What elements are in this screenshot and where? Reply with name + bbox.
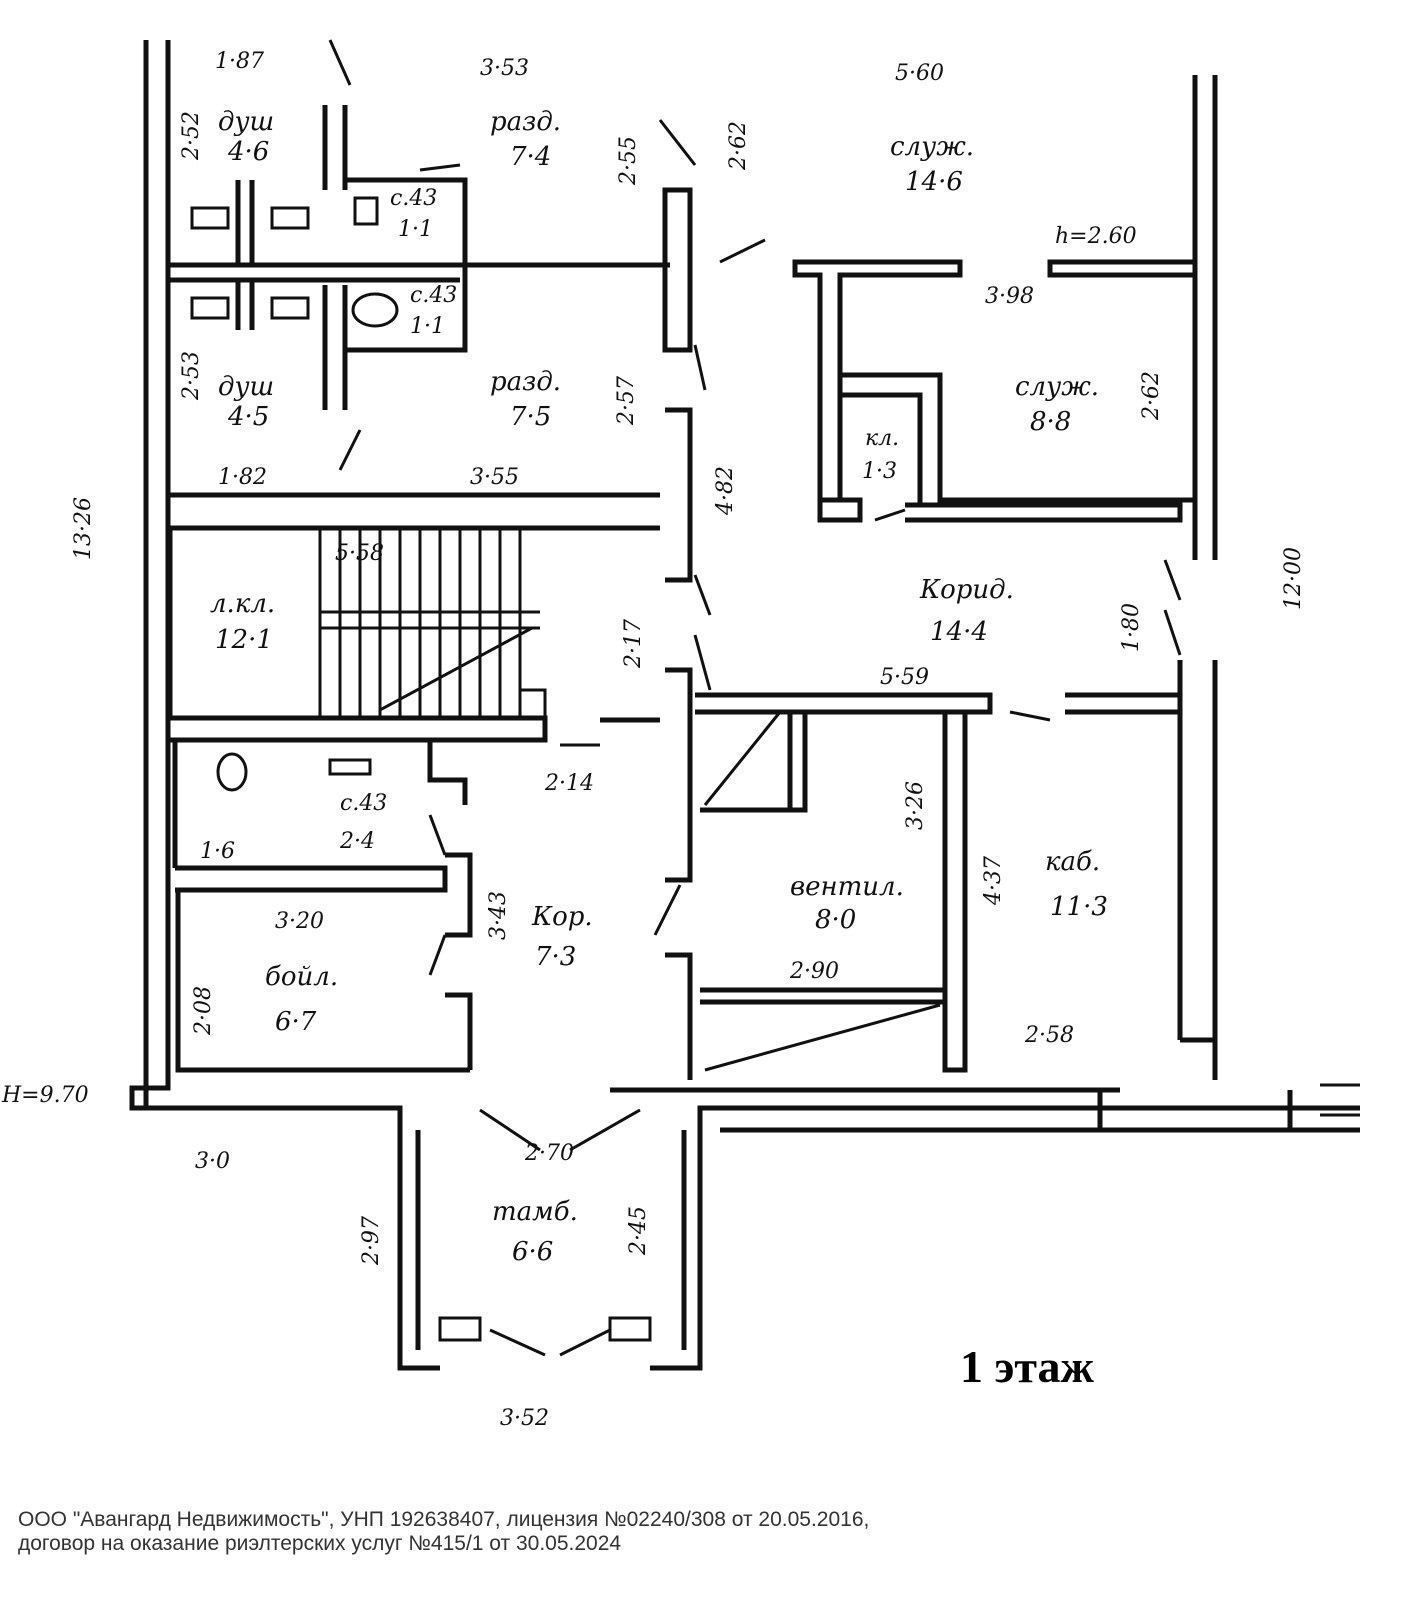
dim-3-20: 3·20 — [275, 909, 324, 934]
dim-H-9-70: H=9.70 — [1, 1083, 89, 1108]
interior-walls — [167, 105, 1198, 1080]
room-service-1-area: 14·6 — [905, 167, 963, 197]
dim-2-70: 2·70 — [524, 1141, 574, 1166]
room-pantry-area: 1·3 — [862, 459, 897, 484]
dim-3-0: 3·0 — [195, 1149, 230, 1174]
room-vestibule-name: тамб. — [492, 1197, 578, 1227]
room-service-2-name: служ. — [1015, 372, 1099, 402]
dim-2-62-b: 2·62 — [1139, 371, 1164, 421]
dim-2-52: 2·52 — [179, 111, 204, 161]
room-change-2-area: 7·5 — [510, 402, 551, 432]
room-corridor-1-name: Корид. — [919, 575, 1014, 605]
dim-4-82: 4·82 — [713, 466, 738, 516]
exterior-walls — [129, 40, 1360, 1371]
room-corridor-1-area: 14·4 — [930, 617, 988, 647]
dim-2-55: 2·55 — [616, 136, 641, 186]
shaft-lines — [703, 711, 941, 1072]
dim-5-58: 5·58 — [335, 541, 384, 566]
dim-2-08: 2·08 — [191, 986, 216, 1036]
room-boiler-name: бойл. — [265, 962, 338, 992]
door-swings — [328, 39, 1182, 1357]
dim-2-53: 2·53 — [179, 351, 204, 401]
room-corridor-2-name: Кор. — [531, 902, 593, 932]
staircase — [318, 528, 540, 718]
floor-label: 1 этаж — [960, 1341, 1094, 1392]
dim-3-55: 3·55 — [470, 465, 519, 490]
dim-h-2-60: h=2.60 — [1055, 224, 1137, 249]
dim-4-37: 4·37 — [981, 856, 1006, 906]
room-wc-3-area: 2·4 — [339, 829, 375, 854]
room-stair-area: 12·1 — [215, 625, 273, 655]
room-corridor-2-area: 7·3 — [535, 942, 576, 972]
room-service-2-area: 8·8 — [1030, 407, 1071, 437]
room-shower-2-name: душ — [218, 372, 274, 402]
dim-2-45: 2·45 — [626, 1206, 651, 1256]
footer-line-2: договор на оказание риэлтерских услуг №4… — [18, 1532, 622, 1555]
dim-2-57: 2·57 — [614, 376, 639, 426]
room-stair-name: л.кл. — [210, 589, 275, 619]
room-office-area: 11·3 — [1050, 892, 1108, 922]
dim-2-90: 2·90 — [789, 959, 839, 984]
dimension-labels: 1·87 3·53 5·60 2·52 2·55 2·62 h=2.60 3·9… — [1, 49, 1306, 1431]
room-wc-3-name: с.43 — [340, 791, 387, 816]
room-change-2-name: разд. — [490, 367, 561, 397]
dim-1-87: 1·87 — [215, 49, 264, 74]
room-shower-2-area: 4·5 — [227, 402, 269, 432]
room-boiler-area: 6·7 — [275, 1007, 317, 1037]
room-shower-1-name: душ — [218, 107, 274, 137]
room-labels: душ 4·6 душ 4·5 разд. 7·4 разд. 7·5 с.43… — [200, 107, 1108, 1267]
room-pantry-name: кл. — [865, 426, 899, 451]
dim-1-82: 1·82 — [218, 465, 267, 490]
room-service-1-name: служ. — [890, 132, 974, 162]
room-wc-2-name: с.43 — [410, 283, 457, 308]
dim-3-43: 3·43 — [486, 891, 511, 940]
dim-1-80: 1·80 — [1119, 603, 1144, 652]
room-wc-1-area: 1·1 — [398, 217, 433, 242]
dim-5-59: 5·59 — [880, 665, 929, 690]
dim-3-26: 3·26 — [903, 781, 928, 830]
fixtures — [190, 196, 652, 1342]
footer-note: ООО "Авангард Недвижимость", УНП 1926384… — [18, 1508, 869, 1556]
dim-2-58: 2·58 — [1024, 1023, 1074, 1048]
dim-2-17: 2·17 — [621, 619, 646, 669]
room-vent-area: 8·0 — [815, 905, 856, 935]
room-change-1-area: 7·4 — [510, 142, 551, 172]
dim-3-98: 3·98 — [985, 284, 1034, 309]
dim-13-26: 13·26 — [71, 497, 96, 560]
room-vent-name: вентил. — [790, 872, 904, 902]
room-wc-2-area: 1·1 — [410, 314, 445, 339]
dim-3-53: 3·53 — [480, 56, 529, 81]
room-wc-1-name: с.43 — [390, 186, 437, 211]
room-office-name: каб. — [1045, 847, 1100, 877]
room-change-1-name: разд. — [490, 107, 561, 137]
dim-12-00: 12·00 — [1281, 547, 1306, 610]
dim-2-14: 2·14 — [544, 771, 594, 796]
dim-5-60: 5·60 — [895, 61, 944, 86]
footer-line-1: ООО "Авангард Недвижимость", УНП 1926384… — [18, 1508, 870, 1531]
dim-2-62-a: 2·62 — [726, 121, 751, 171]
dim-2-97: 2·97 — [359, 1216, 384, 1266]
room-shower-1-area: 4·6 — [227, 137, 269, 167]
room-vestibule-area: 6·6 — [512, 1237, 553, 1267]
dim-3-52: 3·52 — [500, 1406, 549, 1431]
room-small-area: 1·6 — [200, 839, 235, 864]
